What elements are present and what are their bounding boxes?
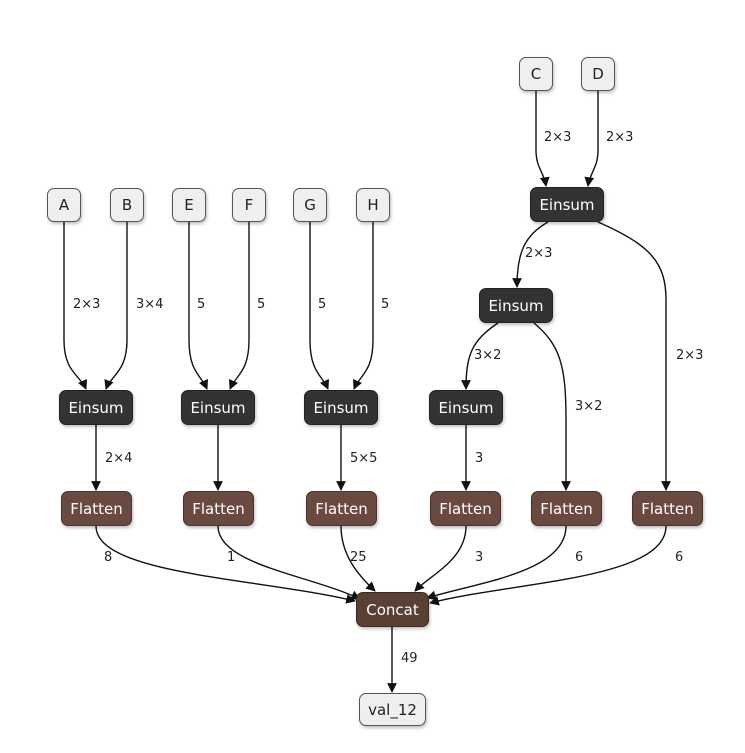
node-flatten-2[interactable]: Flatten — [183, 491, 254, 526]
node-label: D — [592, 65, 604, 83]
edge-label: 8 — [104, 550, 113, 565]
edge-label: 2×4 — [105, 451, 133, 466]
node-concat[interactable]: Concat — [356, 592, 429, 627]
node-d[interactable]: D — [581, 57, 615, 91]
edge-einsum-mid-to-flatten-5 — [533, 322, 571, 491]
edge-label: 2×3 — [73, 297, 101, 312]
node-f[interactable]: F — [232, 188, 266, 222]
edge-h-to-einsum-gh — [352, 222, 374, 390]
edge-flatten-2-to-concat — [217, 525, 361, 600]
edge-label: 49 — [401, 651, 418, 666]
node-b[interactable]: B — [110, 188, 144, 222]
edge-e-to-einsum-ef — [188, 222, 209, 390]
node-label: E — [184, 196, 194, 214]
edge-g-to-einsum-gh — [309, 222, 330, 390]
node-label: Einsum — [438, 398, 494, 417]
edge-flatten-4-to-concat — [414, 525, 467, 592]
edge-label: 2×3 — [606, 130, 634, 145]
node-label: Einsum — [68, 398, 124, 417]
node-h[interactable]: H — [356, 188, 390, 222]
node-flatten-5[interactable]: Flatten — [531, 491, 602, 526]
edge-label: 3 — [475, 451, 484, 466]
edge-flatten-1-to-concat — [95, 525, 356, 604]
edge-label: 2×3 — [544, 130, 572, 145]
node-label: Concat — [366, 600, 419, 619]
edge-label: 5 — [318, 297, 327, 312]
node-label: Einsum — [313, 398, 369, 417]
node-flatten-6[interactable]: Flatten — [632, 491, 703, 526]
edge-flatten-5-to-concat — [426, 525, 567, 601]
node-flatten-4[interactable]: Flatten — [430, 491, 501, 526]
node-label: Flatten — [192, 499, 245, 518]
edge-einsum-mid-to-einsum-low — [461, 322, 499, 390]
edge-label: 2×3 — [525, 246, 553, 261]
edge-f-to-einsum-ef — [228, 222, 250, 390]
node-label: Flatten — [641, 499, 694, 518]
node-flatten-1[interactable]: Flatten — [61, 491, 132, 526]
edge-label: 3×4 — [136, 297, 164, 312]
node-label: Einsum — [539, 195, 595, 214]
node-label: Einsum — [190, 398, 246, 417]
edge-label: 2×3 — [676, 348, 704, 363]
node-e[interactable]: E — [172, 188, 206, 222]
edge-label: 25 — [350, 550, 367, 565]
node-einsum-low[interactable]: Einsum — [429, 390, 503, 425]
edge-flatten-6-to-concat — [429, 525, 667, 606]
node-einsum-cd[interactable]: Einsum — [530, 187, 604, 222]
edge-a-to-einsum-ab — [63, 222, 88, 390]
edge-label: 6 — [575, 550, 584, 565]
node-flatten-3[interactable]: Flatten — [306, 491, 377, 526]
node-label: H — [367, 196, 379, 214]
edge-label: 1 — [227, 550, 236, 565]
node-a[interactable]: A — [47, 188, 81, 222]
edge-label: 3×2 — [474, 348, 502, 363]
edge-flatten-3-to-concat — [340, 525, 376, 592]
edge-label: 6 — [675, 550, 684, 565]
edge-label: 3 — [475, 550, 484, 565]
edge-c-to-einsum-cd — [535, 91, 550, 187]
node-label: A — [58, 196, 70, 214]
node-einsum-ef[interactable]: Einsum — [181, 390, 255, 425]
node-label: Flatten — [315, 499, 368, 518]
node-label: G — [304, 196, 316, 214]
node-label: B — [121, 196, 133, 214]
node-label: Flatten — [540, 499, 593, 518]
node-label: C — [530, 65, 542, 83]
edge-label: 5 — [381, 297, 390, 312]
node-c[interactable]: C — [519, 57, 553, 91]
edge-label: 3×2 — [575, 399, 603, 414]
edge-einsum-cd-to-flatten-6 — [597, 221, 671, 491]
edge-label: 5 — [257, 297, 266, 312]
node-g[interactable]: G — [293, 188, 327, 222]
node-label: Flatten — [439, 499, 492, 518]
edge-label: 5 — [197, 297, 206, 312]
edge-d-to-einsum-cd — [584, 91, 599, 187]
node-label: Einsum — [488, 296, 544, 315]
node-einsum-ab[interactable]: Einsum — [59, 390, 133, 425]
node-einsum-gh[interactable]: Einsum — [304, 390, 378, 425]
node-label: Flatten — [70, 499, 123, 518]
edge-einsum-cd-to-einsum-mid — [512, 221, 549, 288]
node-label: F — [244, 196, 254, 214]
node-einsum-mid[interactable]: Einsum — [479, 288, 553, 323]
edge-label: 5×5 — [350, 451, 378, 466]
node-val-12[interactable]: val_12 — [359, 693, 426, 726]
edge-b-to-einsum-ab — [104, 222, 128, 390]
node-label: val_12 — [368, 700, 417, 719]
